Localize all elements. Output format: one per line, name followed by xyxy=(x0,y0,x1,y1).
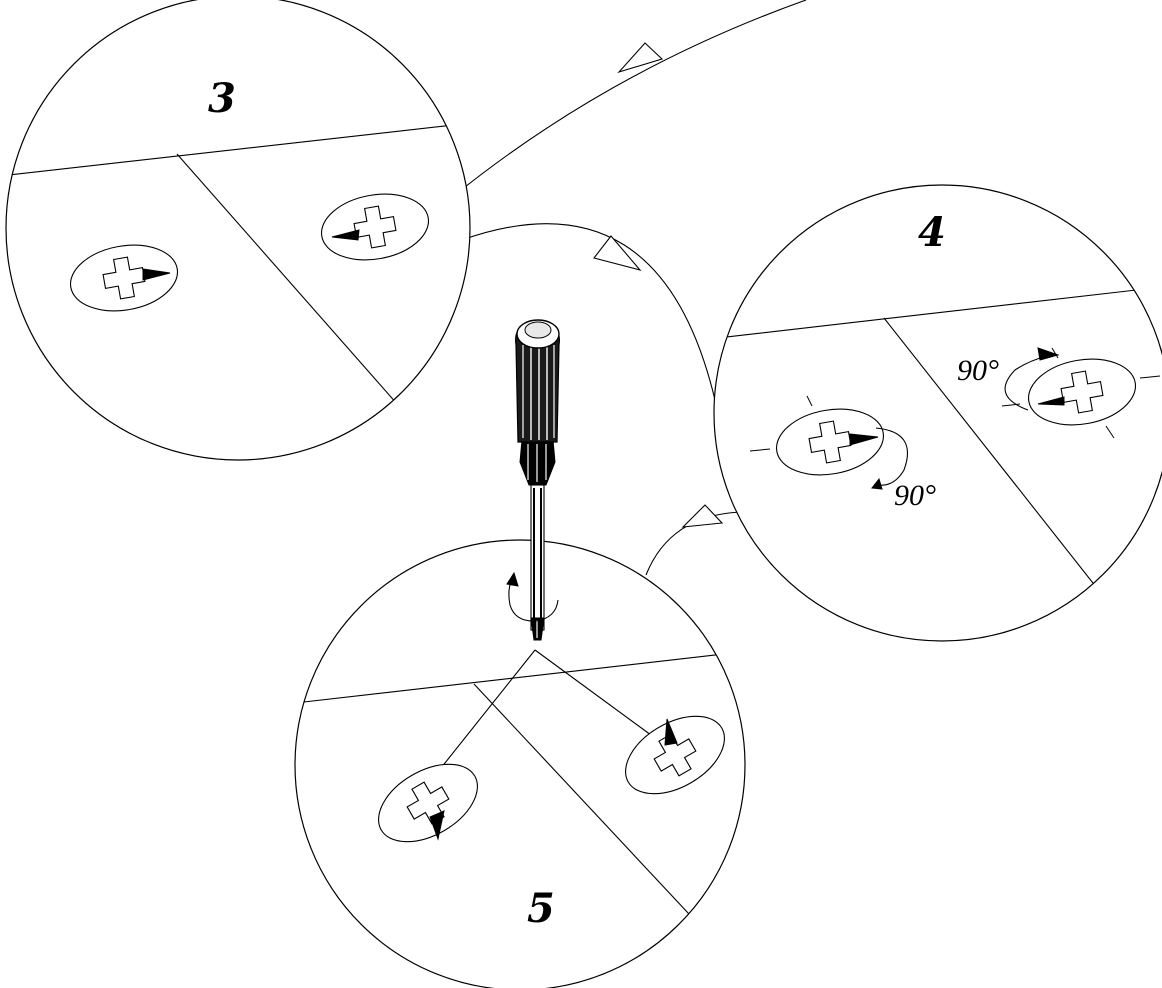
flow-arrow-icon xyxy=(681,504,724,528)
phillips-screw-icon xyxy=(315,185,435,269)
screwdriver-icon xyxy=(506,319,560,641)
step-3-detail: 3 xyxy=(5,0,471,461)
angle-label: 90° xyxy=(894,479,936,512)
phillips-screw-icon xyxy=(749,395,890,484)
flow-connectors xyxy=(454,0,807,576)
angle-label: 90° xyxy=(957,354,999,387)
flow-line-3-to-4 xyxy=(461,223,716,401)
rotation-arrow-icon xyxy=(508,578,559,622)
phillips-screw-icon xyxy=(611,699,739,811)
flow-arrow-icon xyxy=(617,42,664,74)
rotation-arrow-icon xyxy=(1004,355,1049,411)
rotation-arrow-icon xyxy=(875,427,909,486)
step-5-detail: 5 xyxy=(294,539,746,988)
step-number: 5 xyxy=(527,885,555,932)
step-number: 4 xyxy=(918,209,946,256)
flow-line-incoming xyxy=(454,0,807,196)
flow-arrow-icon xyxy=(593,235,642,271)
step-number: 3 xyxy=(208,75,236,122)
phillips-screw-icon xyxy=(364,747,492,859)
flow-line-4-to-5 xyxy=(645,511,742,576)
step-4-detail: 90° 90° 4 xyxy=(713,184,1162,642)
phillips-screw-icon xyxy=(1001,347,1161,439)
phillips-screw-icon xyxy=(64,236,184,320)
